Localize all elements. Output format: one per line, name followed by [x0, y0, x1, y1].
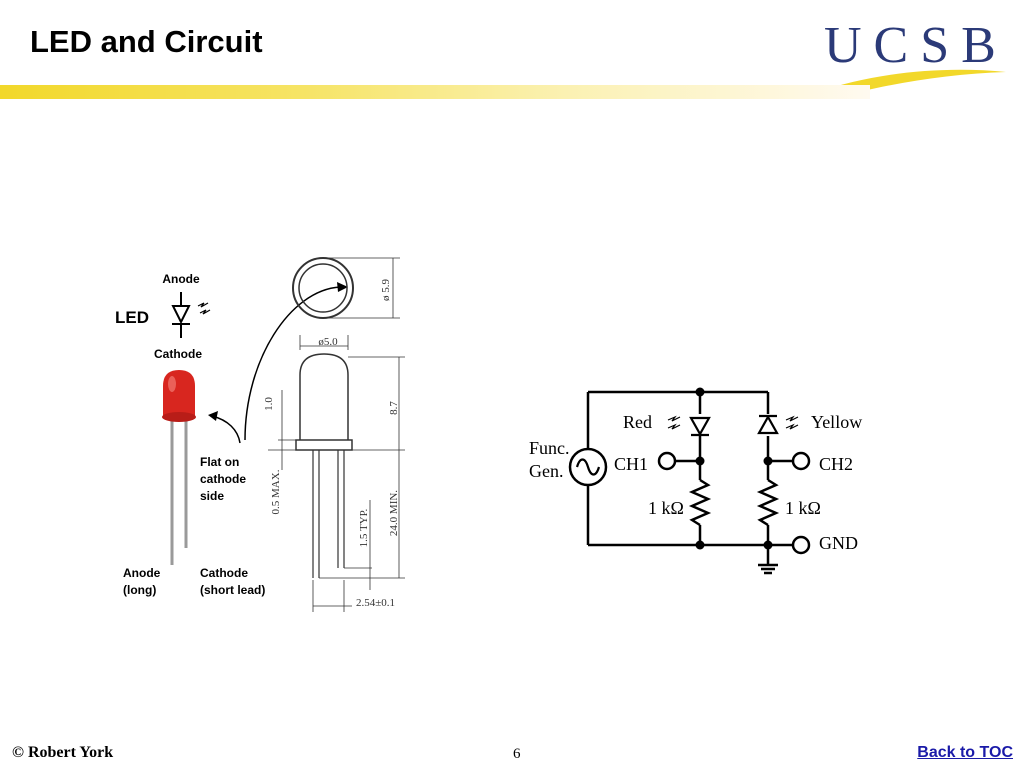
title-underline-band	[0, 85, 870, 99]
dim-lead-min: 24.0 MIN.	[388, 490, 400, 536]
gnd-terminal	[791, 535, 811, 555]
circuit-schematic	[586, 390, 792, 575]
drawing-dimensions: ø 5.9 ø5.0 8.7 1.0 0.5 MAX. 1.5 TYP. 24.…	[263, 279, 400, 610]
led-anode-label: Anode	[162, 272, 200, 286]
yellow-led-label: Yellow	[811, 412, 862, 432]
dim-flange: 1.0	[263, 397, 275, 411]
page-number: 6	[513, 746, 521, 762]
light-emission-icon	[667, 415, 681, 430]
ch1-terminal	[657, 451, 677, 471]
light-emission-icon	[197, 302, 211, 315]
gnd-label: GND	[819, 533, 858, 553]
circuit-labels: Func. Gen. CH1 CH2 GND Red Yellow 1 kΩ 1…	[529, 412, 862, 553]
light-emission-icon	[785, 415, 799, 430]
func-gen-source	[568, 447, 608, 487]
led-photo	[162, 370, 196, 565]
circuit-nodes	[695, 387, 773, 550]
r2-label: 1 kΩ	[785, 498, 821, 518]
func-gen-label-line1: Func.	[529, 438, 570, 458]
dim-spacing: 2.54±0.1	[356, 597, 395, 609]
dim-lead-max: 0.5 MAX.	[270, 469, 282, 514]
led-symbol: Anode LED Cathode	[115, 272, 211, 361]
ucsb-logo: UCSB	[816, 14, 1016, 100]
dim-lead-typ: 1.5 TYP.	[358, 508, 370, 547]
flat-cathode-note: Flat on cathode side	[200, 455, 249, 503]
red-led-label: Red	[623, 412, 652, 432]
ch2-label: CH2	[819, 454, 853, 474]
led-mechanical-drawing	[268, 257, 405, 612]
logo-text: UCSB	[824, 17, 1008, 74]
back-to-toc-link[interactable]: Back to TOC	[917, 744, 1013, 761]
ch2-terminal	[791, 451, 811, 471]
yellow-led-symbol	[757, 414, 799, 435]
footer-author: © Robert York	[12, 744, 114, 761]
anode-lead-label: Anode (long)	[123, 566, 164, 597]
ch1-label: CH1	[614, 454, 648, 474]
func-gen-label-line2: Gen.	[529, 461, 564, 481]
led-cathode-label: Cathode	[154, 347, 202, 361]
led-label: LED	[115, 308, 149, 327]
dim-diameter-body: ø5.0	[318, 336, 338, 348]
circuit-terminals	[657, 451, 811, 555]
cathode-lead-label: Cathode (short lead)	[200, 566, 265, 597]
page-title: LED and Circuit	[30, 24, 263, 59]
dim-diameter-top: ø 5.9	[380, 279, 392, 302]
r1-label: 1 kΩ	[648, 498, 684, 518]
red-led-symbol	[667, 415, 711, 437]
dim-height: 8.7	[388, 401, 400, 415]
ac-source-icon	[575, 458, 601, 476]
